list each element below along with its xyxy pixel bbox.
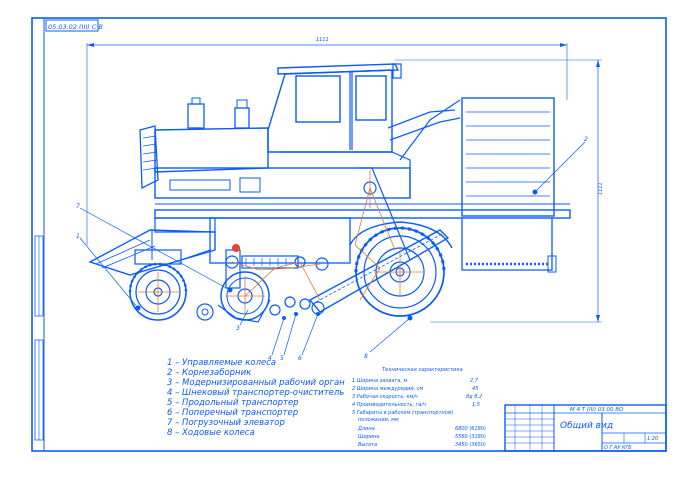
legend-item: 4 – Шнековый транспортер-очиститель [167, 388, 344, 398]
cab-window-right [355, 75, 387, 121]
spec-value: 45 [472, 386, 478, 392]
arrow-up-icon [596, 60, 600, 67]
spec-label: 3 Рабочая скорость, км/ч [352, 394, 418, 400]
height-dimension-label: 1111 [598, 182, 604, 195]
spec-value: 5560 (3180) [455, 434, 486, 440]
spec-value: 8д 8,2 [466, 394, 482, 400]
spec-label: 5 Габариты в рабочем (транспортном) [352, 410, 454, 416]
exhaust-pipe [234, 107, 250, 129]
title-block-scale: 1:20 [647, 436, 658, 442]
engine-hood [154, 127, 269, 173]
arrow-down-icon [596, 315, 600, 322]
drawing-stamp: 05.03.02 (III) С В [48, 23, 104, 31]
axis-lines [138, 170, 424, 316]
spec-label: Ширина [358, 434, 379, 440]
legend-item: 1 – Управляемые колеса [167, 358, 276, 368]
arrow-right-icon [560, 43, 567, 47]
beacon [392, 63, 402, 79]
cab-roof [277, 63, 400, 75]
callout-1: 1 [76, 233, 80, 240]
callout-4: 4 [268, 355, 272, 362]
harvester-machine [88, 63, 571, 323]
air-filter [187, 103, 205, 129]
legend-item: 7 – Погрузочный элеватор [167, 418, 285, 428]
root-pickup-header [88, 229, 216, 276]
bunker [461, 97, 555, 217]
length-dimension-label: 1111 [316, 37, 329, 43]
callout-6: 6 [298, 355, 302, 362]
callout-3: 3 [236, 325, 240, 332]
title-block: М 4 Т (III) 03.00 ВО Общий вид О Г АУ КГ… [504, 404, 667, 452]
sheet-frame [31, 17, 667, 452]
legend-item: 8 – Ходовые колеса [167, 428, 255, 438]
legend-item: 3 – Модернизированный рабочий орган [167, 378, 345, 388]
spec-value: 6800 (6180) [455, 426, 486, 432]
spec-value: 1,5 [472, 402, 480, 408]
spec-label: Высота [358, 442, 377, 448]
radiator-grille [139, 125, 159, 190]
working-organ-housing [209, 217, 351, 264]
drawing-stamp-box [45, 19, 99, 32]
spec-label: 4 Производительность, га/ч [352, 402, 426, 408]
legend-item: 6 – Поперечный транспортер [167, 408, 298, 418]
arrow-left-icon [87, 43, 94, 47]
title-block-code: М 4 Т (III) 03.00 ВО [570, 407, 624, 413]
spec-value: 3450 (3650) [455, 442, 486, 448]
callout-2: 2 [584, 136, 588, 143]
pivot-marker [232, 244, 240, 252]
title-block-org: О Г АУ КГБ [604, 445, 632, 451]
cab [267, 69, 393, 153]
technical-specs: Техническая характеристика 1 Ширина захв… [352, 367, 486, 448]
leader-lines [79, 141, 586, 356]
spec-label: Длина [357, 426, 375, 432]
callout-7: 7 [76, 203, 80, 210]
specs-title: Техническая характеристика [382, 367, 463, 373]
unloading-conveyor [461, 218, 553, 271]
callout-8: 8 [364, 353, 368, 360]
legend-item: 2 – Корнезаборник [167, 368, 252, 378]
callout-5: 5 [280, 355, 284, 362]
transverse-conveyor-roller [269, 304, 281, 316]
leader-dots [135, 189, 538, 321]
title-block-title: Общий вид [560, 421, 613, 431]
loading-elevator [308, 229, 450, 313]
spec-label: положении, мм [358, 417, 399, 423]
screw-conveyor [241, 255, 299, 269]
cab-window-left [295, 75, 341, 123]
spec-label: 2 Ширина междурядий, см [352, 386, 424, 392]
fender [349, 221, 453, 249]
spec-value: 2,7 [470, 378, 479, 384]
spec-label: 1 Ширина захвата, м [352, 378, 408, 384]
parts-legend: 1 – Управляемые колеса 2 – Корнезаборник… [167, 358, 345, 438]
legend-item: 5 – Продольный транспортер [167, 398, 299, 408]
